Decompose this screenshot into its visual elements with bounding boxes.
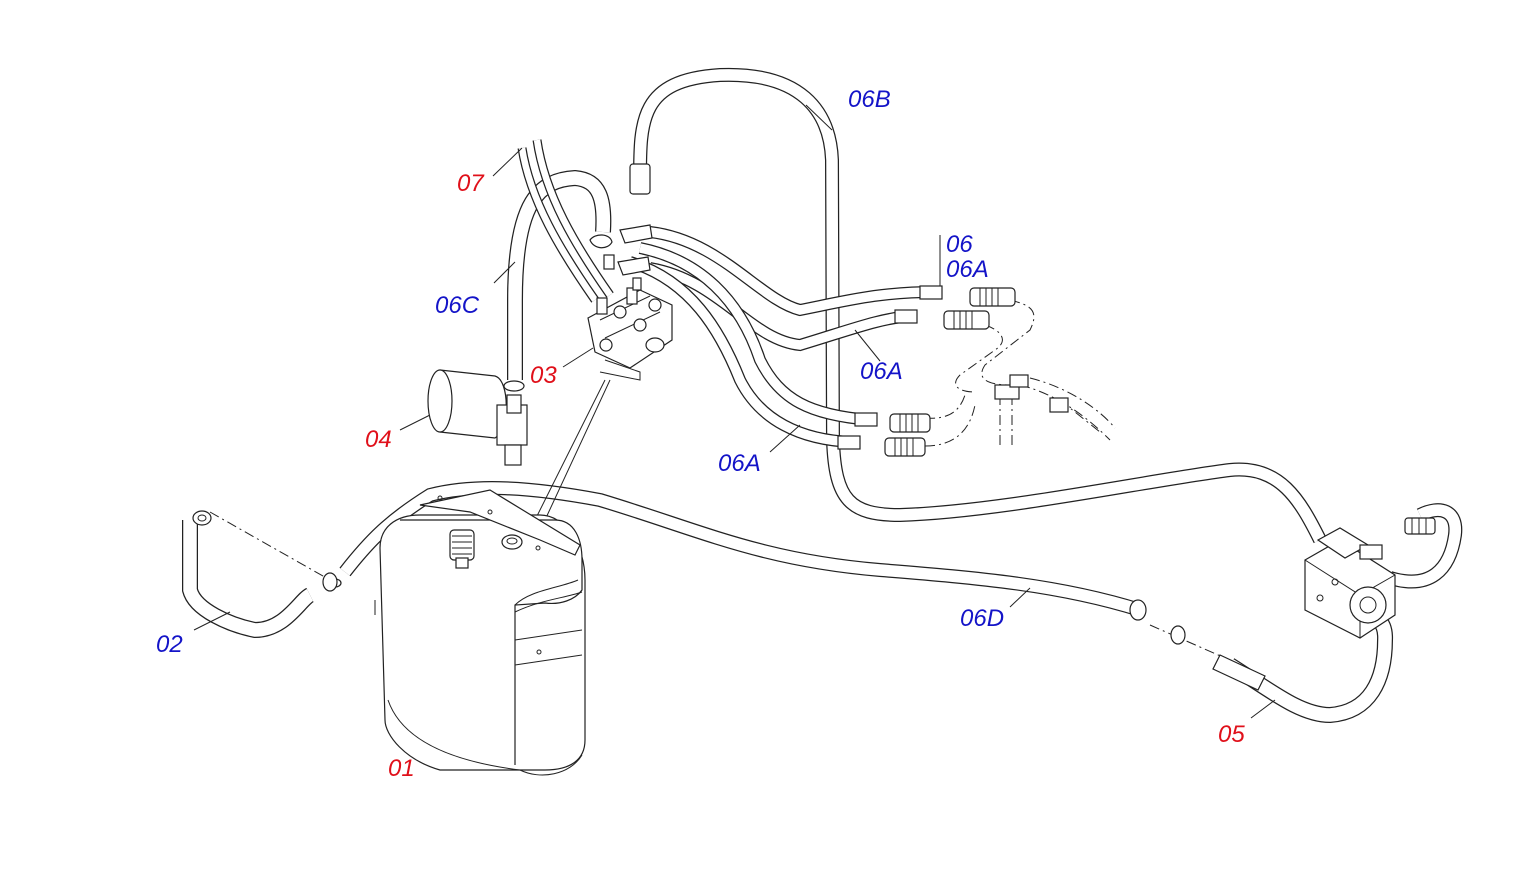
pipe-02-end xyxy=(192,510,212,526)
callout-01: 01 xyxy=(388,755,415,782)
callout-04: 04 xyxy=(365,426,392,453)
clamps xyxy=(192,510,1266,691)
callout-07: 07 xyxy=(457,170,484,197)
hose-05-end xyxy=(1212,654,1266,691)
callout-06: 06 xyxy=(946,231,973,258)
pump-outlet-fitting xyxy=(1404,517,1436,535)
clamp-05 xyxy=(1170,625,1186,645)
return-filter-04 xyxy=(427,369,528,466)
hydraulic-pump xyxy=(1304,517,1436,639)
fitting-06b xyxy=(629,163,651,195)
callout-05: 05 xyxy=(1218,721,1245,748)
callout-06a-top: 06A xyxy=(946,256,989,283)
quick-couplers xyxy=(837,285,1069,457)
hoses xyxy=(182,67,1463,724)
control-line-07a xyxy=(517,147,599,303)
clamp-02 xyxy=(322,572,338,592)
leader-lines xyxy=(193,104,1276,761)
control-valve-03 xyxy=(587,163,673,381)
hydraulic-tank-01 xyxy=(328,489,586,776)
callout-06b: 06B xyxy=(848,86,891,113)
hose-06d-end xyxy=(1129,599,1147,621)
callout-03: 03 xyxy=(530,362,557,389)
callout-06a-low: 06A xyxy=(718,450,761,477)
callout-06a-mid: 06A xyxy=(860,358,903,385)
callout-06c: 06C xyxy=(435,292,480,319)
callout-02: 02 xyxy=(156,631,183,658)
phantom-lines xyxy=(209,299,1226,659)
callout-06d: 06D xyxy=(960,605,1005,632)
